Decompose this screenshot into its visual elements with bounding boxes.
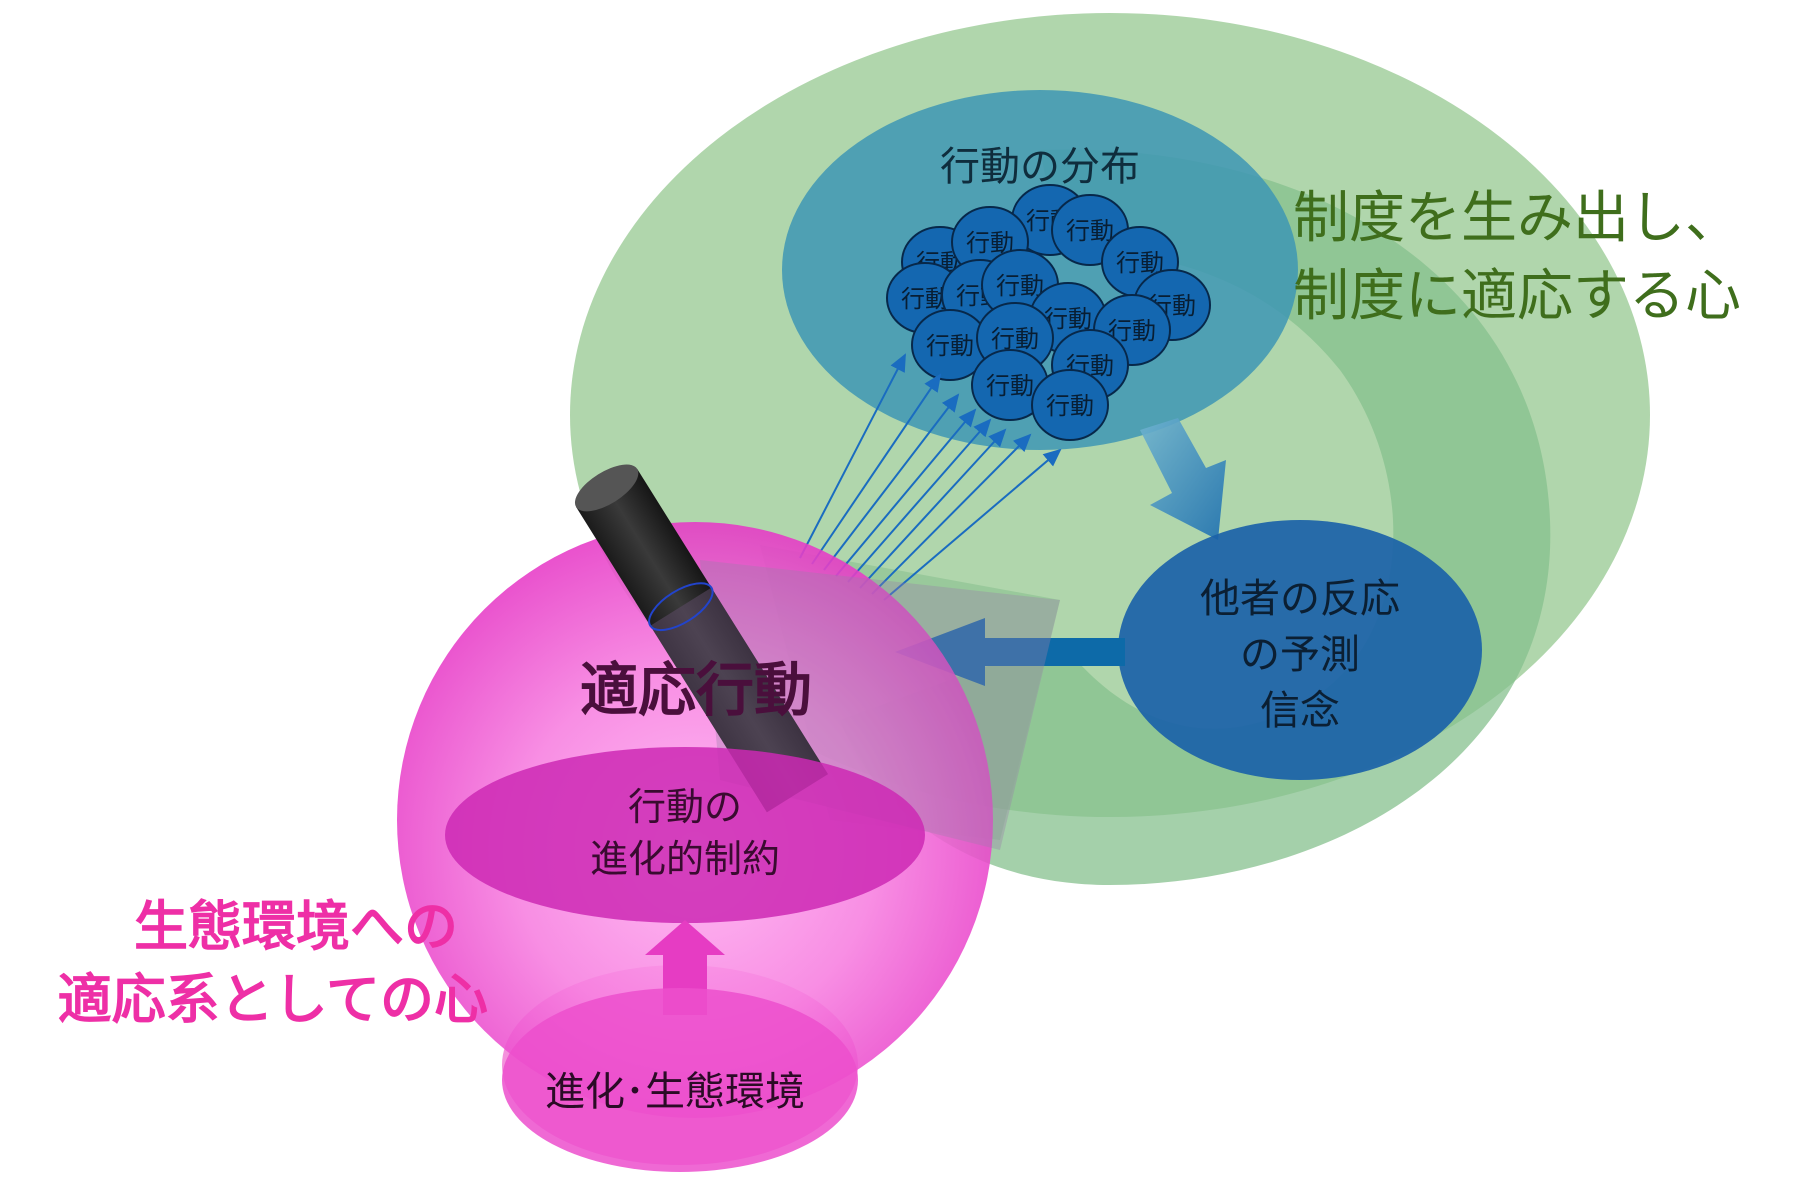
distribution-label: 行動の分布: [940, 144, 1140, 190]
behavior-bubble-label: 行動: [901, 285, 949, 313]
behavior-bubble-label: 行動: [991, 325, 1039, 353]
behavior-arrow: [811, 373, 942, 565]
behavior-bubble-label: 行動: [996, 272, 1044, 300]
adaptive-behavior-label: 適応行動: [580, 656, 812, 724]
behavior-bubble-label: 行動: [1046, 392, 1094, 420]
behavior-arrow: [847, 418, 992, 583]
behavior-arrows: [799, 353, 1062, 601]
behavior-arrow: [835, 408, 977, 577]
ecological-mind-label-1: 生態環境への: [134, 895, 458, 958]
behavior-arrow: [823, 393, 960, 571]
behavior-bubble-label: 行動: [986, 372, 1034, 400]
belief-line-3: 信念: [1260, 688, 1340, 734]
behavior-arrow: [871, 433, 1032, 595]
behavior-bubble: [1031, 369, 1109, 441]
distribution-to-belief-arrow: [1140, 418, 1226, 540]
behavior-arrow: [883, 448, 1062, 601]
behavior-bubble-cluster: 行動行動行動行動行動行動行動行動行動行動行動行動行動行動行動行動: [886, 184, 1211, 441]
constraint-ellipse: [445, 747, 925, 923]
environment-ellipse: [502, 988, 858, 1172]
outer-mind-label-2: 制度に適応する心: [1293, 264, 1741, 329]
environment-label: 進化･生態環境: [545, 1069, 805, 1115]
constraint-line-2: 進化的制約: [590, 837, 780, 881]
belief-line-1: 他者の反応: [1200, 576, 1400, 622]
belief-ellipse: [1118, 520, 1482, 780]
outer-mind-label-1: 制度を生み出し、: [1293, 186, 1741, 251]
behavior-bubble-label: 行動: [1066, 217, 1114, 245]
behavior-arrow: [859, 428, 1007, 589]
ecological-mind-label-2: 適応系としての心: [58, 968, 488, 1031]
belief-line-2: の予測: [1240, 632, 1360, 678]
belief-to-behavior-arrow: [895, 618, 1125, 686]
behavior-arrow: [799, 353, 906, 559]
behavior-bubble-label: 行動: [926, 332, 974, 360]
constraint-line-1: 行動の: [628, 785, 742, 829]
